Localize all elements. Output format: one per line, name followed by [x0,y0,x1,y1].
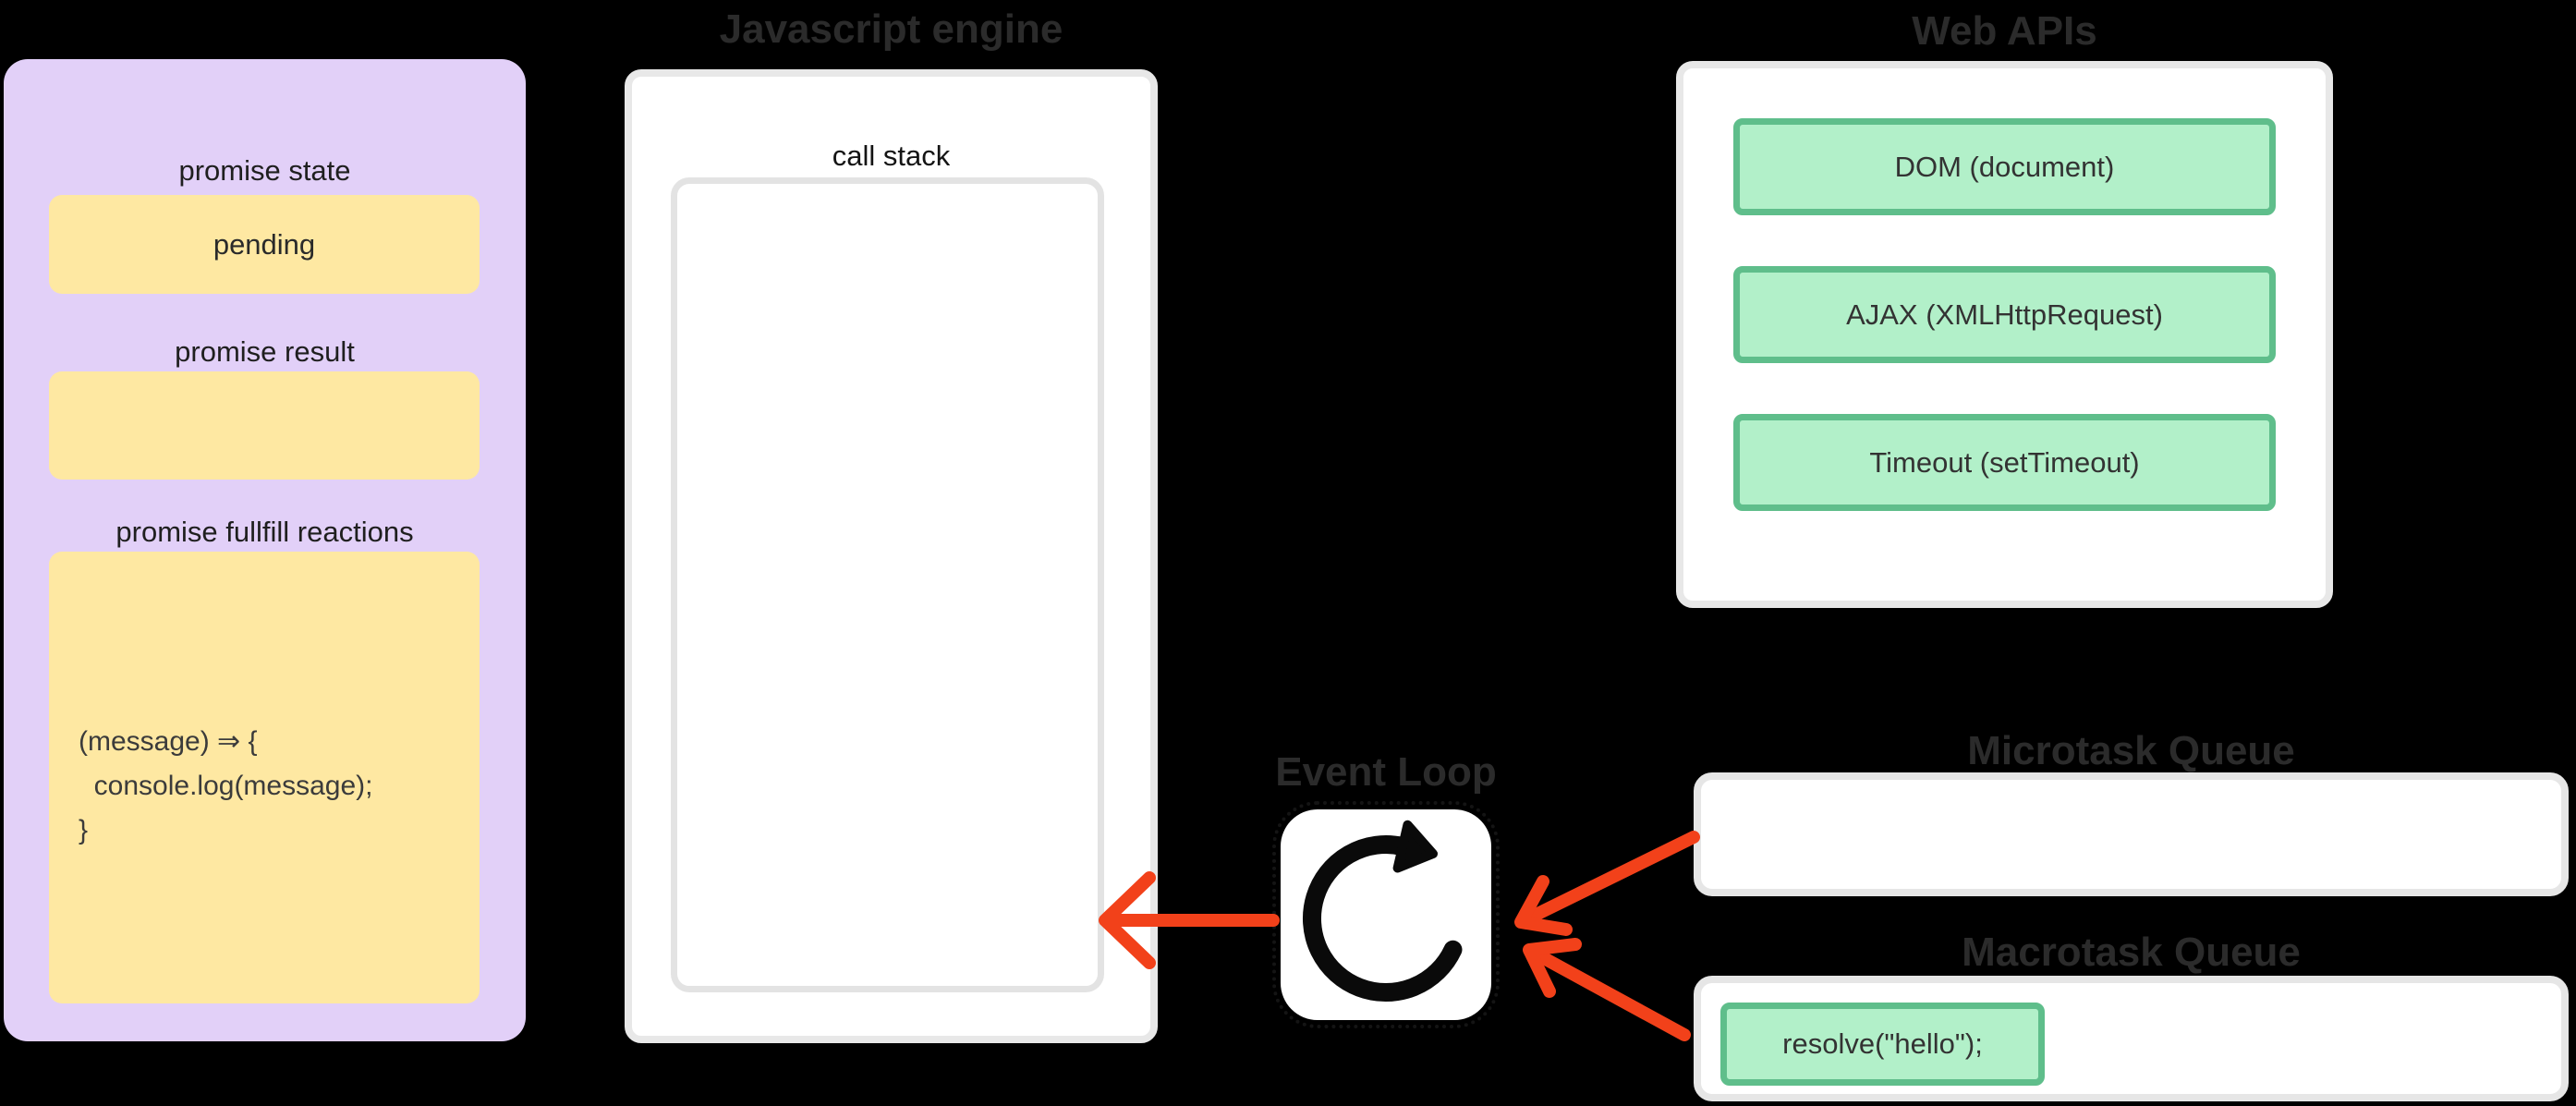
web-apis-title: Web APIs [1912,8,2097,54]
web-api-item-label: DOM (document) [1894,150,2115,183]
web-api-item-ajax: AJAX (XMLHttpRequest) [1733,266,2276,363]
code-line: console.log(message); [79,771,373,801]
arrow-microtask-to-eventloop [1514,831,1700,936]
macrotask-item-label: resolve("hello"); [1782,1027,1983,1060]
event-loop-icon-box [1272,801,1500,1028]
event-loop-title: Event Loop [1275,749,1497,795]
promise-reactions-label: promise fullfill reactions [115,516,414,548]
microtask-queue-title: Microtask Queue [1967,728,2295,773]
promise-state-value: pending [213,227,316,261]
promise-result-value-box [49,371,480,480]
call-stack-label: call stack [832,140,951,172]
promise-panel: promise state pending promise result pro… [4,59,526,1041]
macrotask-item-resolve: resolve("hello"); [1720,1003,2045,1086]
promise-state-label: promise state [178,154,351,187]
reaction-code: (message) ⇒ { console.log(message); } [79,720,467,853]
code-line: } [79,815,89,845]
code-line: (message) ⇒ { [79,726,258,757]
promise-state-value-box: pending [49,195,480,294]
web-api-item-label: AJAX (XMLHttpRequest) [1846,298,2163,331]
refresh-clockwise-icon [1303,820,1463,1002]
js-engine-title: Javascript engine [719,6,1063,52]
web-api-item-dom: DOM (document) [1733,118,2276,215]
microtask-queue-bar [1694,772,2569,896]
macrotask-queue-title: Macrotask Queue [1962,930,2301,975]
web-api-item-timeout: Timeout (setTimeout) [1733,414,2276,511]
promise-reactions-box: (message) ⇒ { console.log(message); } [49,552,480,1003]
arrow-macrotask-to-eventloop [1523,938,1691,1041]
web-api-item-label: Timeout (setTimeout) [1869,445,2140,479]
promise-result-label: promise result [175,335,355,368]
call-stack-box [671,177,1104,992]
